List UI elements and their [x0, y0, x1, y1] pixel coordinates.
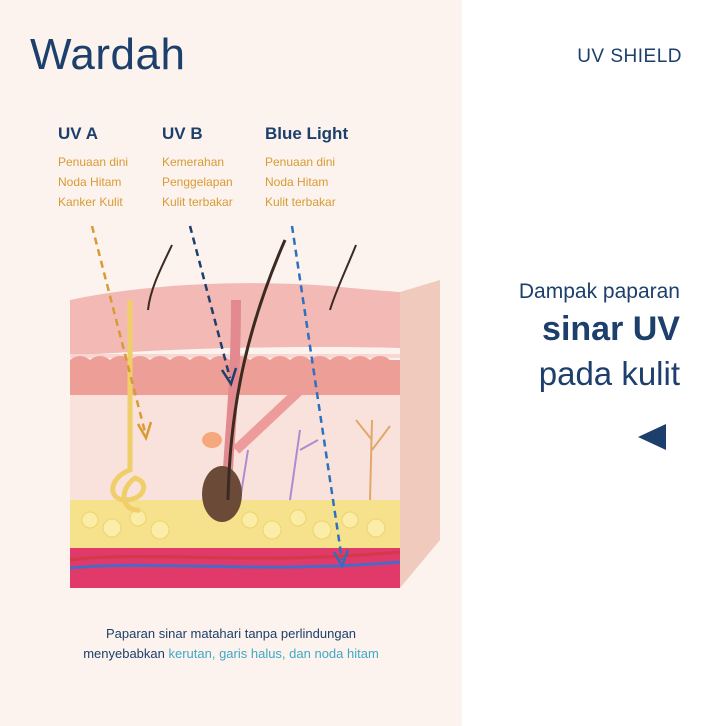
blue-light-title: Blue Light	[265, 124, 349, 143]
uv-b-title: UV B	[162, 124, 203, 143]
uv-b-column: UV B Kemerahan Penggelapan Kulit terbaka…	[162, 124, 233, 212]
uv-a-column: UV A Penuaan dini Noda Hitam Kanker Kuli…	[58, 124, 128, 212]
sebaceous-gland	[202, 432, 222, 448]
blue-light-ray	[290, 225, 344, 561]
blue-light-effect: Penuaan dini	[265, 155, 336, 169]
uv-a-effect: Kanker Kulit	[58, 195, 123, 209]
blue-light-column: Blue Light Penuaan dini Noda Hitam Kulit…	[265, 124, 348, 212]
headline: Dampak paparan sinar UV pada kulit	[519, 278, 680, 396]
caption-line-2-start: menyebabkan	[83, 646, 169, 661]
left-triangle-icon[interactable]	[638, 424, 666, 450]
hair-small	[147, 244, 173, 311]
hair-small	[329, 244, 357, 311]
uv-shield-label: UV SHIELD	[577, 46, 682, 67]
erector-muscle	[232, 386, 304, 454]
skin-layers-illustration	[69, 225, 440, 588]
headline-line-3: pada kulit	[538, 355, 680, 392]
fat-cells	[81, 509, 386, 540]
uvb-ray-arrowhead	[220, 367, 238, 387]
caption-line-2: menyebabkan kerutan, garis halus, dan no…	[0, 644, 462, 664]
headline-line-2: sinar UV	[542, 310, 680, 348]
skin-block-side	[400, 280, 440, 588]
sweat-gland	[110, 300, 147, 513]
brand-logo: Wardah	[30, 30, 186, 79]
blood-vessel-blue	[69, 560, 401, 570]
uv-b-effect: Penggelapan	[162, 175, 233, 189]
caption-highlight: kerutan, garis halus, dan noda hitam	[168, 646, 379, 661]
uva-ray-arrowhead	[136, 421, 153, 442]
caption-line-1: Paparan sinar matahari tanpa perlindunga…	[105, 626, 357, 641]
nerve	[355, 419, 391, 501]
blue-light-ray-arrowhead	[332, 549, 350, 569]
blood-vessel-red	[69, 550, 401, 562]
caption: Paparan sinar matahari tanpa perlindunga…	[0, 624, 462, 664]
uv-b-effect: Kemerahan	[162, 155, 225, 169]
uv-a-title: UV A	[58, 124, 98, 143]
uv-b-effect: Kulit terbakar	[162, 195, 233, 209]
headline-line-1: Dampak paparan	[518, 280, 680, 303]
uvb-ray	[188, 225, 232, 379]
uv-a-effect: Noda Hitam	[58, 175, 122, 189]
hair-shaft	[226, 239, 287, 501]
blue-light-effect: Noda Hitam	[265, 175, 329, 189]
hair-bulb	[202, 466, 242, 522]
infographic-panel: Wardah UV A Penuaan dini Noda Hitam Kank…	[0, 0, 462, 726]
blue-light-effect: Kulit terbakar	[265, 195, 336, 209]
uv-a-effect: Penuaan dini	[58, 155, 129, 169]
